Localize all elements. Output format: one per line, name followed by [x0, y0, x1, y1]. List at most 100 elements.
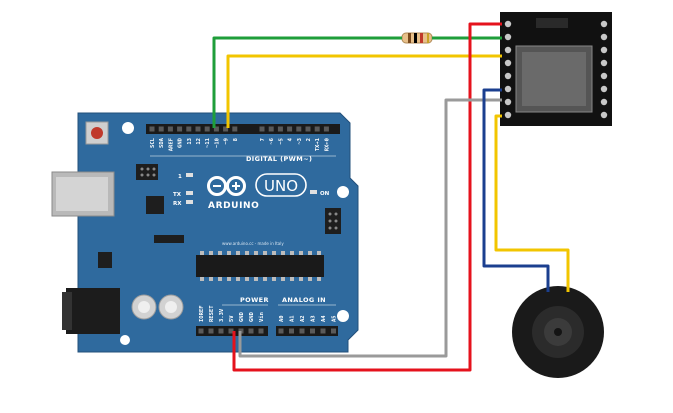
pin-label: SCL	[150, 137, 156, 148]
header-pin	[198, 328, 204, 334]
pin-label: GND	[178, 137, 184, 148]
header-pin	[204, 126, 210, 132]
mount-hole	[120, 335, 130, 345]
tx-label: TX	[173, 192, 182, 198]
pin-label: A4	[321, 315, 327, 322]
pin-label: 4	[288, 137, 294, 141]
pin-label: IOREF	[199, 305, 205, 322]
digital-header	[146, 124, 340, 134]
module-pins-left	[504, 20, 512, 119]
usb-chip	[146, 196, 164, 214]
header-pin	[213, 126, 219, 132]
pin-label: 2	[306, 138, 312, 141]
website-label: www.arduino.cc - made in Italy	[222, 241, 284, 246]
header-pin	[278, 328, 284, 334]
pin-label: A0	[279, 315, 285, 322]
mount-hole	[337, 310, 349, 322]
module-pin	[504, 72, 512, 80]
pin-label: AREF	[168, 138, 174, 151]
header-pin	[314, 126, 320, 132]
icsp-header-left	[136, 164, 158, 180]
module-chip	[536, 18, 568, 28]
mp3-module	[500, 12, 612, 126]
header-pin	[331, 328, 336, 334]
arduino-logo	[207, 176, 246, 196]
power-header-label: POWER	[240, 296, 269, 304]
pin-label: 7	[260, 138, 266, 141]
pin-label: 5V	[229, 315, 235, 322]
crystal	[154, 235, 184, 243]
module-pin	[600, 59, 608, 67]
module-pin	[600, 72, 608, 80]
atmega-pins	[200, 251, 321, 281]
wire-green	[212, 36, 402, 128]
tx-led	[186, 191, 193, 195]
pin-label: RESET	[209, 305, 215, 322]
analog-header-label: ANALOG IN	[282, 296, 326, 304]
header-pin	[208, 328, 214, 334]
reset-button-cap	[91, 127, 103, 139]
module-pin	[504, 46, 512, 54]
pin-label: 8	[233, 138, 239, 141]
digital-header-holes	[149, 126, 329, 132]
speaker-center	[554, 328, 562, 336]
rx-led	[186, 200, 193, 204]
digital-header-label: DIGITAL (PWM~)	[246, 155, 312, 163]
pin-label: A2	[300, 315, 306, 322]
infinity-left-icon	[207, 176, 227, 196]
module-pin	[504, 20, 512, 28]
header-pin	[258, 328, 264, 334]
pin-label: ~5	[278, 138, 284, 145]
capacitor-top	[138, 301, 150, 313]
module-pin	[600, 46, 608, 54]
capacitor-top	[165, 301, 177, 313]
pin-label: A1	[290, 315, 296, 322]
module-pin	[504, 111, 512, 119]
header-pin	[186, 126, 192, 132]
pin-label: 12	[196, 138, 202, 145]
pin-label: 13	[187, 138, 193, 145]
icsp-header-right	[325, 208, 341, 234]
rx-label: RX	[173, 201, 182, 207]
module-pin	[504, 85, 512, 93]
header-pin	[323, 126, 329, 132]
pin-label: GND	[249, 311, 255, 322]
pin-label: 3.3V	[219, 308, 225, 322]
module-pin	[600, 111, 608, 119]
wire-gray	[238, 98, 502, 358]
resistor	[401, 32, 433, 44]
uno-badge	[255, 173, 307, 197]
pin-label: GND	[239, 311, 245, 322]
on-led	[310, 190, 317, 194]
header-pin	[277, 126, 283, 132]
brand-label: ARDUINO	[208, 201, 259, 211]
dc-jack-front	[62, 292, 72, 330]
wire-yellow	[226, 54, 502, 128]
pin-label: ~6	[269, 137, 275, 144]
pin-label: ~10	[214, 138, 220, 148]
header-pin	[259, 126, 265, 132]
analog-header	[276, 326, 338, 336]
header-pin	[232, 126, 238, 132]
wire-blue	[482, 88, 550, 292]
on-label: ON	[320, 191, 330, 197]
header-pin	[177, 126, 183, 132]
led-l-label: 1	[178, 174, 182, 180]
wire-red	[232, 22, 502, 372]
wires	[212, 22, 570, 372]
header-pin	[228, 328, 234, 334]
regulator	[98, 252, 112, 268]
module-pin	[504, 59, 512, 67]
analog-header-holes	[278, 328, 336, 334]
module-pin	[600, 85, 608, 93]
mount-hole	[122, 122, 134, 134]
module-pin	[600, 33, 608, 41]
speaker	[512, 286, 604, 378]
pin-label: A3	[311, 315, 317, 322]
